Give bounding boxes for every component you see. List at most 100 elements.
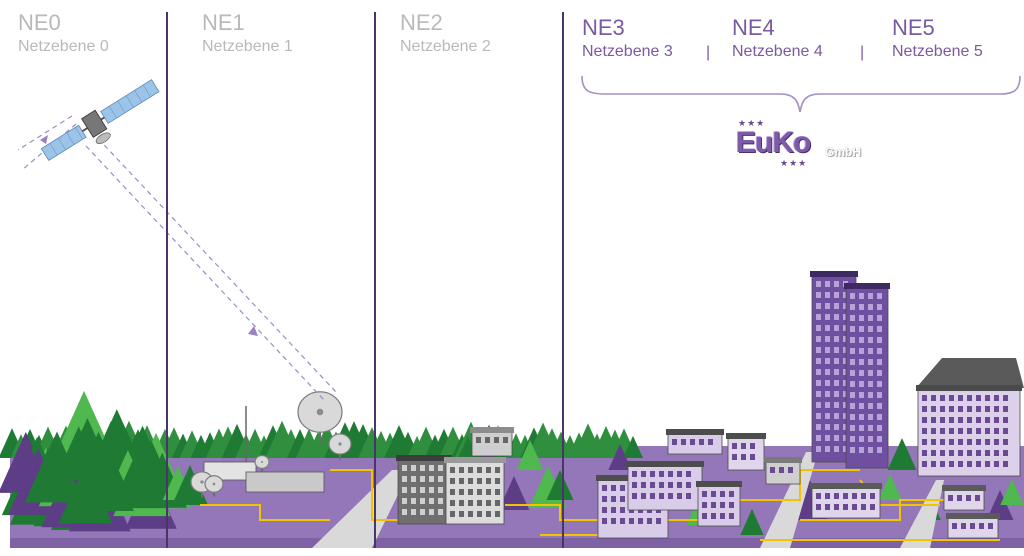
window: [729, 513, 734, 519]
window: [702, 491, 707, 497]
window: [834, 446, 839, 452]
window: [672, 439, 677, 445]
panel-grid: [49, 143, 58, 156]
window: [859, 447, 864, 453]
window: [668, 471, 673, 477]
window: [850, 392, 855, 398]
window: [438, 509, 443, 515]
window: [411, 487, 416, 493]
window: [459, 467, 464, 473]
window: [852, 504, 857, 510]
forest: [0, 390, 1024, 535]
window: [868, 337, 873, 343]
road-diagonal: [312, 470, 410, 548]
window: [711, 491, 716, 497]
window: [868, 304, 873, 310]
house-right-a-roof: [942, 485, 986, 491]
window: [843, 424, 848, 430]
dish-medium-feed: [338, 442, 342, 446]
window: [494, 437, 499, 443]
window: [699, 439, 704, 445]
window: [967, 395, 972, 401]
window: [843, 303, 848, 309]
window: [868, 403, 873, 409]
window: [868, 392, 873, 398]
window: [958, 428, 963, 434]
window: [477, 511, 482, 517]
window: [729, 502, 734, 508]
signal-line: [91, 131, 337, 393]
level-code: NE4: [732, 15, 775, 40]
window: [677, 482, 682, 488]
window: [450, 467, 455, 473]
window: [994, 450, 999, 456]
window: [650, 493, 655, 499]
window: [843, 325, 848, 331]
window: [632, 482, 637, 488]
window: [976, 461, 981, 467]
window: [843, 435, 848, 441]
window: [931, 461, 936, 467]
window: [922, 450, 927, 456]
buildings: [203, 271, 1024, 539]
window: [677, 471, 682, 477]
window: [976, 395, 981, 401]
window: [859, 414, 864, 420]
office-block-right: [445, 461, 505, 525]
window: [650, 471, 655, 477]
window: [816, 358, 821, 364]
window: [843, 292, 848, 298]
window: [429, 465, 434, 471]
window: [940, 395, 945, 401]
window: [620, 485, 625, 491]
tree: [24, 436, 84, 503]
tree: [623, 435, 643, 458]
level-separator: |: [706, 44, 711, 61]
window: [976, 450, 981, 456]
satellite-icon: [40, 79, 160, 162]
road-right: [900, 480, 944, 548]
window: [1003, 439, 1008, 445]
window: [843, 380, 848, 386]
window: [868, 414, 873, 420]
window: [958, 395, 963, 401]
window: [1003, 428, 1008, 434]
window: [825, 391, 830, 397]
window: [877, 447, 882, 453]
window: [402, 509, 407, 515]
window: [708, 439, 713, 445]
window: [450, 478, 455, 484]
house-back-roof: [666, 429, 724, 435]
window: [816, 504, 821, 510]
window: [503, 437, 508, 443]
window: [402, 465, 407, 471]
logo-suffix: GmbH: [825, 145, 861, 159]
panel-grid: [108, 106, 117, 119]
window: [976, 406, 981, 412]
window: [477, 500, 482, 506]
window: [843, 358, 848, 364]
window: [602, 496, 607, 502]
window: [686, 493, 691, 499]
panel-grid: [134, 90, 143, 103]
level-name: Netzebene 3: [582, 43, 673, 60]
window: [468, 467, 473, 473]
logo-wordmark: EuKo: [736, 126, 811, 159]
window: [741, 443, 746, 449]
window: [681, 439, 686, 445]
window: [877, 293, 882, 299]
window: [922, 439, 927, 445]
window: [850, 414, 855, 420]
window: [834, 424, 839, 430]
tree: [111, 443, 170, 509]
window: [411, 465, 416, 471]
window: [958, 417, 963, 423]
window: [438, 476, 443, 482]
window: [459, 500, 464, 506]
panel-grid: [117, 100, 126, 113]
window: [850, 359, 855, 365]
window: [850, 337, 855, 343]
window: [850, 436, 855, 442]
window: [495, 500, 500, 506]
window: [450, 511, 455, 517]
